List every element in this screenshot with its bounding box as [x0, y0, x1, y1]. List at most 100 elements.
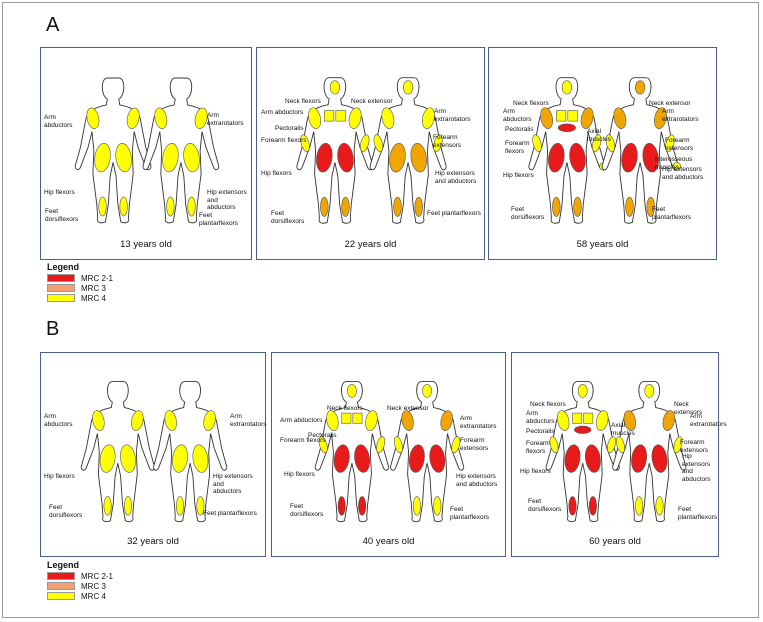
muscle-group-label: Forearm flexors [261, 137, 307, 144]
shank-muscle-region [625, 196, 634, 217]
muscle-group-label: Forearm extensors [433, 134, 462, 149]
muscle-group-label: Pectoralis [275, 125, 304, 132]
thigh-muscle-region [99, 444, 116, 473]
front-body [545, 381, 620, 523]
legend-swatch [47, 592, 75, 600]
legend-swatch [47, 294, 75, 302]
neck-muscle-region [561, 80, 572, 95]
muscle-group-label: Feet plantarflexors [427, 210, 481, 217]
legend-item: MRC 4 [47, 293, 113, 303]
forearm-muscle-region [393, 436, 403, 454]
pectoralis-region [335, 110, 346, 122]
muscle-group-label: Arm abductors [44, 413, 73, 428]
shoulder-muscle-region [557, 410, 570, 431]
muscle-group-label: Neck flexors [513, 100, 549, 107]
muscle-group-label: Hip flexors [503, 172, 534, 179]
muscle-group-label: Interosseous muscles [655, 156, 693, 171]
muscle-group-label: Neck extensors [674, 401, 703, 416]
shoulder-muscle-region [401, 410, 414, 431]
legend-label: MRC 2-1 [81, 273, 114, 283]
neck-muscle-region [422, 384, 432, 398]
shoulder-muscle-region [92, 410, 105, 431]
body-figures [74, 77, 220, 224]
forearm-muscle-region [592, 134, 602, 152]
shank-muscle-region [568, 496, 577, 516]
legend-swatch [47, 582, 75, 590]
muscle-group-label: Hip extensors and abductors [435, 170, 477, 185]
thigh-muscle-region [548, 143, 565, 173]
age-caption: 13 years old [120, 239, 172, 250]
forearm-muscle-region [376, 436, 386, 454]
thigh-muscle-region [115, 142, 132, 173]
forearm-muscle-region [673, 436, 683, 454]
shank-muscle-region [412, 496, 421, 516]
muscle-group-label: Arm abductors [44, 114, 73, 129]
thigh-muscle-region [172, 444, 188, 473]
age-caption: 60 years old [589, 536, 641, 547]
shank-muscle-region [635, 496, 644, 516]
front-body [74, 77, 152, 224]
neck-muscle-region [347, 384, 357, 398]
age-caption: 32 years old [127, 536, 179, 547]
shoulder-muscle-region [613, 107, 627, 129]
axial-muscle-region [574, 425, 592, 434]
muscle-group-label: Neck flexors [285, 98, 321, 105]
legend-item: MRC 2-1 [47, 571, 113, 581]
muscle-group-label: Feet dorsiflexors [271, 210, 305, 225]
muscle-group-label: Hip extensors and abductors [662, 166, 704, 181]
muscle-group-label: Axial muscles [587, 128, 611, 143]
back-body [601, 77, 682, 224]
neck-muscle-region [577, 384, 588, 398]
shoulder-muscle-region [596, 410, 609, 431]
shank-muscle-region [320, 196, 329, 217]
back-body [369, 77, 447, 224]
pectoralis-region [324, 110, 335, 122]
forearm-muscle-region [360, 134, 370, 152]
forearm-muscle-region [318, 436, 328, 454]
muscle-group-label: Pectoralis [505, 126, 534, 133]
forearm-muscle-region [373, 134, 383, 152]
muscle-group-label: Feet dorsiflexors [45, 208, 79, 223]
body-outline [80, 381, 155, 523]
shoulder-muscle-region [540, 107, 553, 129]
legend-swatch [47, 284, 75, 292]
muscle-group-label: Neck flexors [327, 405, 363, 412]
muscle-group-label: Arm extrarotators [690, 413, 727, 428]
shank-muscle-region [176, 496, 185, 516]
pectoralis-region [352, 412, 363, 424]
shank-muscle-region [337, 496, 346, 516]
shoulder-muscle-region [348, 107, 362, 129]
legend-item: MRC 4 [47, 591, 113, 601]
shank-muscle-region [358, 496, 367, 516]
muscle-group-label: Feet dorsiflexors [49, 504, 83, 519]
shoulder-muscle-region [662, 410, 675, 431]
body-outline [153, 381, 228, 523]
muscle-group-label: Forearm flexors [505, 140, 530, 155]
muscle-group-label: Feet plantarflexors [450, 506, 490, 521]
body-figures [314, 381, 465, 523]
shoulder-muscle-region [580, 107, 594, 129]
thigh-muscle-region [564, 444, 581, 473]
front-body [80, 381, 155, 523]
shank-muscle-region [124, 496, 133, 516]
thigh-muscle-region [316, 143, 333, 173]
body-figures [296, 77, 447, 224]
muscle-group-label: Feet dorsiflexors [511, 206, 545, 221]
legend-item: MRC 3 [47, 283, 113, 293]
thigh-muscle-region [120, 444, 136, 473]
shoulder-muscle-region [365, 410, 378, 431]
muscle-group-label: Pectoralis [308, 432, 337, 439]
shank-muscle-region [196, 496, 205, 516]
muscle-group-label: Arm abductors [503, 108, 532, 123]
body-outline [74, 77, 152, 224]
shank-muscle-region [341, 196, 350, 217]
thigh-muscle-region [354, 444, 370, 473]
neck-muscle-region [403, 80, 414, 95]
pectoralis-region [572, 412, 583, 424]
body-figures [545, 381, 687, 523]
